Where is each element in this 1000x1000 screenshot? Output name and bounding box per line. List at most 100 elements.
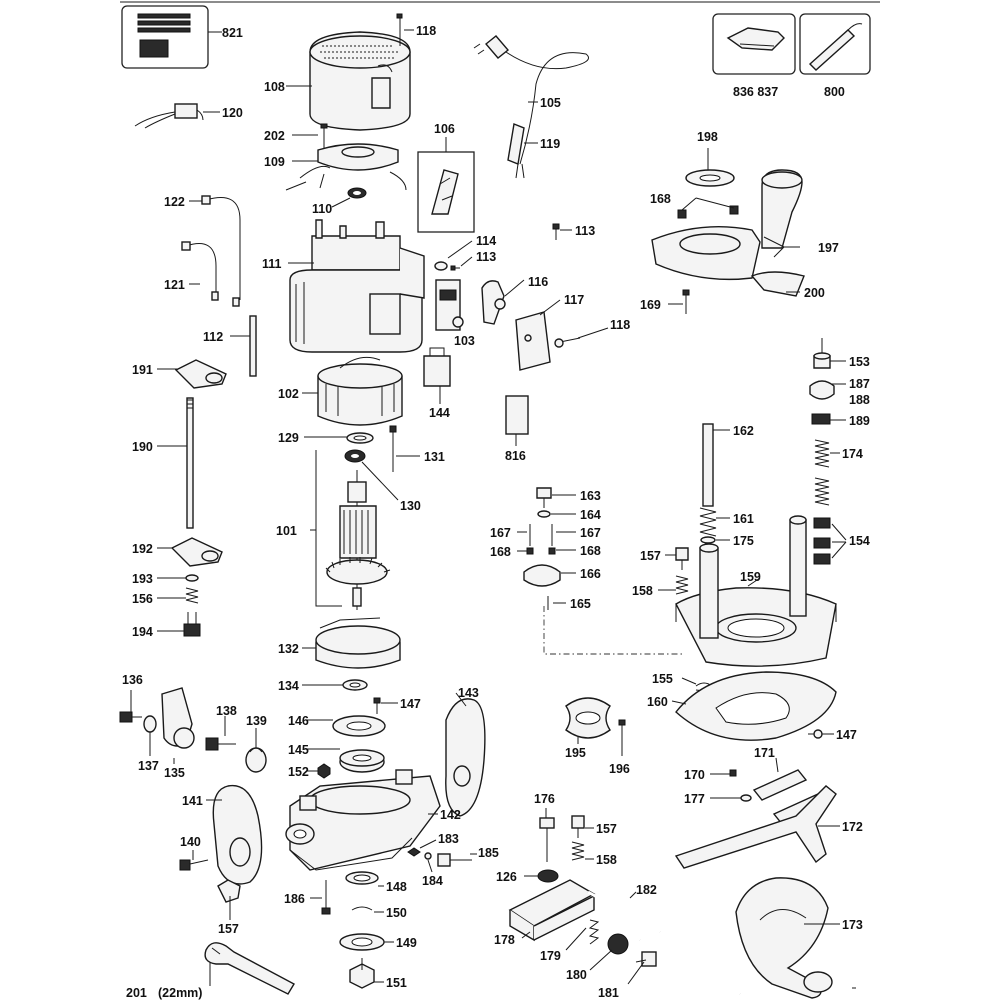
brush-holder-plate-icon: [285, 143, 407, 191]
label-189: 189: [849, 414, 870, 428]
label-147: 147: [400, 697, 421, 711]
clamp-lever-icon: [119, 687, 267, 773]
label-164: 164: [580, 508, 601, 522]
label-157: 157: [218, 922, 239, 936]
screw-icon: [320, 123, 328, 148]
switch-lever-icon: [481, 280, 506, 325]
spring-icon: [699, 507, 717, 537]
label-142: 142: [440, 808, 461, 822]
knob-icon: [183, 574, 201, 637]
label-150: 150: [386, 906, 407, 920]
screw-icon: [373, 697, 381, 714]
label-131: 131: [424, 450, 445, 464]
label-167: 167: [490, 526, 511, 540]
label-151: 151: [386, 976, 407, 990]
label-134: 134: [278, 679, 299, 693]
screw-icon: [396, 13, 403, 46]
label-177: 177: [684, 792, 705, 806]
column-rod-icon: [702, 423, 714, 507]
field-coil-icon: [317, 356, 403, 426]
label-132: 132: [278, 642, 299, 656]
screw-icon: [554, 337, 581, 348]
label-146: 146: [288, 714, 309, 728]
label-139: 139: [246, 714, 267, 728]
label-111: 111: [262, 257, 282, 271]
label-161: 161: [733, 512, 754, 526]
motor-housing-cap-icon: [309, 31, 411, 131]
label-157: 157: [640, 549, 661, 563]
sub-base-plate-icon: [675, 671, 837, 741]
label-118: 118: [416, 24, 436, 38]
label-129: 129: [278, 431, 299, 445]
label-120: 120: [222, 106, 243, 120]
label-148: 148: [386, 880, 407, 894]
label-158: 158: [596, 853, 617, 867]
column-rod-icon: [186, 397, 194, 529]
label-168: 168: [650, 192, 671, 206]
label-156: 156: [132, 592, 153, 606]
depth-stop-icon: [170, 537, 223, 567]
label-116: 116: [528, 275, 548, 289]
router-base-icon: [675, 515, 837, 667]
label-162: 162: [733, 424, 754, 438]
switch-detail-icon: [417, 151, 475, 233]
label-197: 197: [818, 241, 839, 255]
label-159: 159: [740, 570, 761, 584]
label-195: 195: [565, 746, 586, 760]
label-122: 122: [164, 195, 185, 209]
template-guide-kit-icon: [712, 13, 796, 75]
label-113: 113: [476, 250, 496, 264]
label-158: 158: [632, 584, 653, 598]
parallel-guide-icon: [674, 769, 837, 869]
label-191: 191: [132, 363, 153, 377]
part-labels: 821 118 836 837 800 108 105 120 106 202 …: [122, 24, 870, 1000]
label-168: 168: [490, 545, 511, 559]
label-192: 192: [132, 542, 153, 556]
label-201: 201: [126, 986, 147, 1000]
info-label-icon: [505, 395, 529, 435]
fence-adjuster-icon: [508, 815, 741, 996]
label-108: 108: [264, 80, 285, 94]
label-110: 110: [312, 202, 332, 216]
bearing-icon: [347, 187, 367, 199]
motor-base-icon: [285, 769, 441, 871]
label-173: 173: [842, 918, 863, 932]
label-109: 109: [264, 155, 285, 169]
screw-icon: [179, 859, 209, 871]
label-165: 165: [570, 597, 591, 611]
label-202: 202: [264, 129, 285, 143]
label-179: 179: [540, 949, 561, 963]
label-175: 175: [733, 534, 754, 548]
interference-suppressor-icon: [134, 103, 204, 129]
label-22mm: (22mm): [158, 986, 202, 1000]
screw-icon: [808, 729, 823, 739]
label-163: 163: [580, 489, 601, 503]
label-200: 200: [804, 286, 825, 300]
label-182: 182: [636, 883, 657, 897]
knob-icon: [675, 547, 689, 595]
label-198: 198: [697, 130, 718, 144]
washer-icon: [342, 679, 368, 691]
label-185: 185: [478, 846, 499, 860]
label-143: 143: [458, 686, 479, 700]
label-114: 114: [476, 234, 496, 248]
label-836-837: 836 837: [733, 85, 778, 99]
label-144: 144: [429, 406, 450, 420]
label-113: 113: [575, 224, 595, 238]
handle-icon: [212, 784, 263, 885]
label-188: 188: [849, 393, 870, 407]
label-174: 174: [842, 447, 863, 461]
power-cord-icon: [473, 35, 589, 179]
hose-adapter-kit-icon: [799, 13, 871, 75]
nut-icon: [317, 763, 331, 779]
cable-icon: [181, 195, 241, 307]
label-154: 154: [849, 534, 870, 548]
label-170: 170: [684, 768, 705, 782]
label-137: 137: [138, 759, 159, 773]
dust-extraction-hood-icon: [651, 169, 805, 314]
screw-icon: [389, 425, 397, 472]
label-153: 153: [849, 355, 870, 369]
spanner-icon: [204, 942, 295, 995]
label-103: 103: [454, 334, 475, 348]
washer-icon: [700, 536, 716, 544]
